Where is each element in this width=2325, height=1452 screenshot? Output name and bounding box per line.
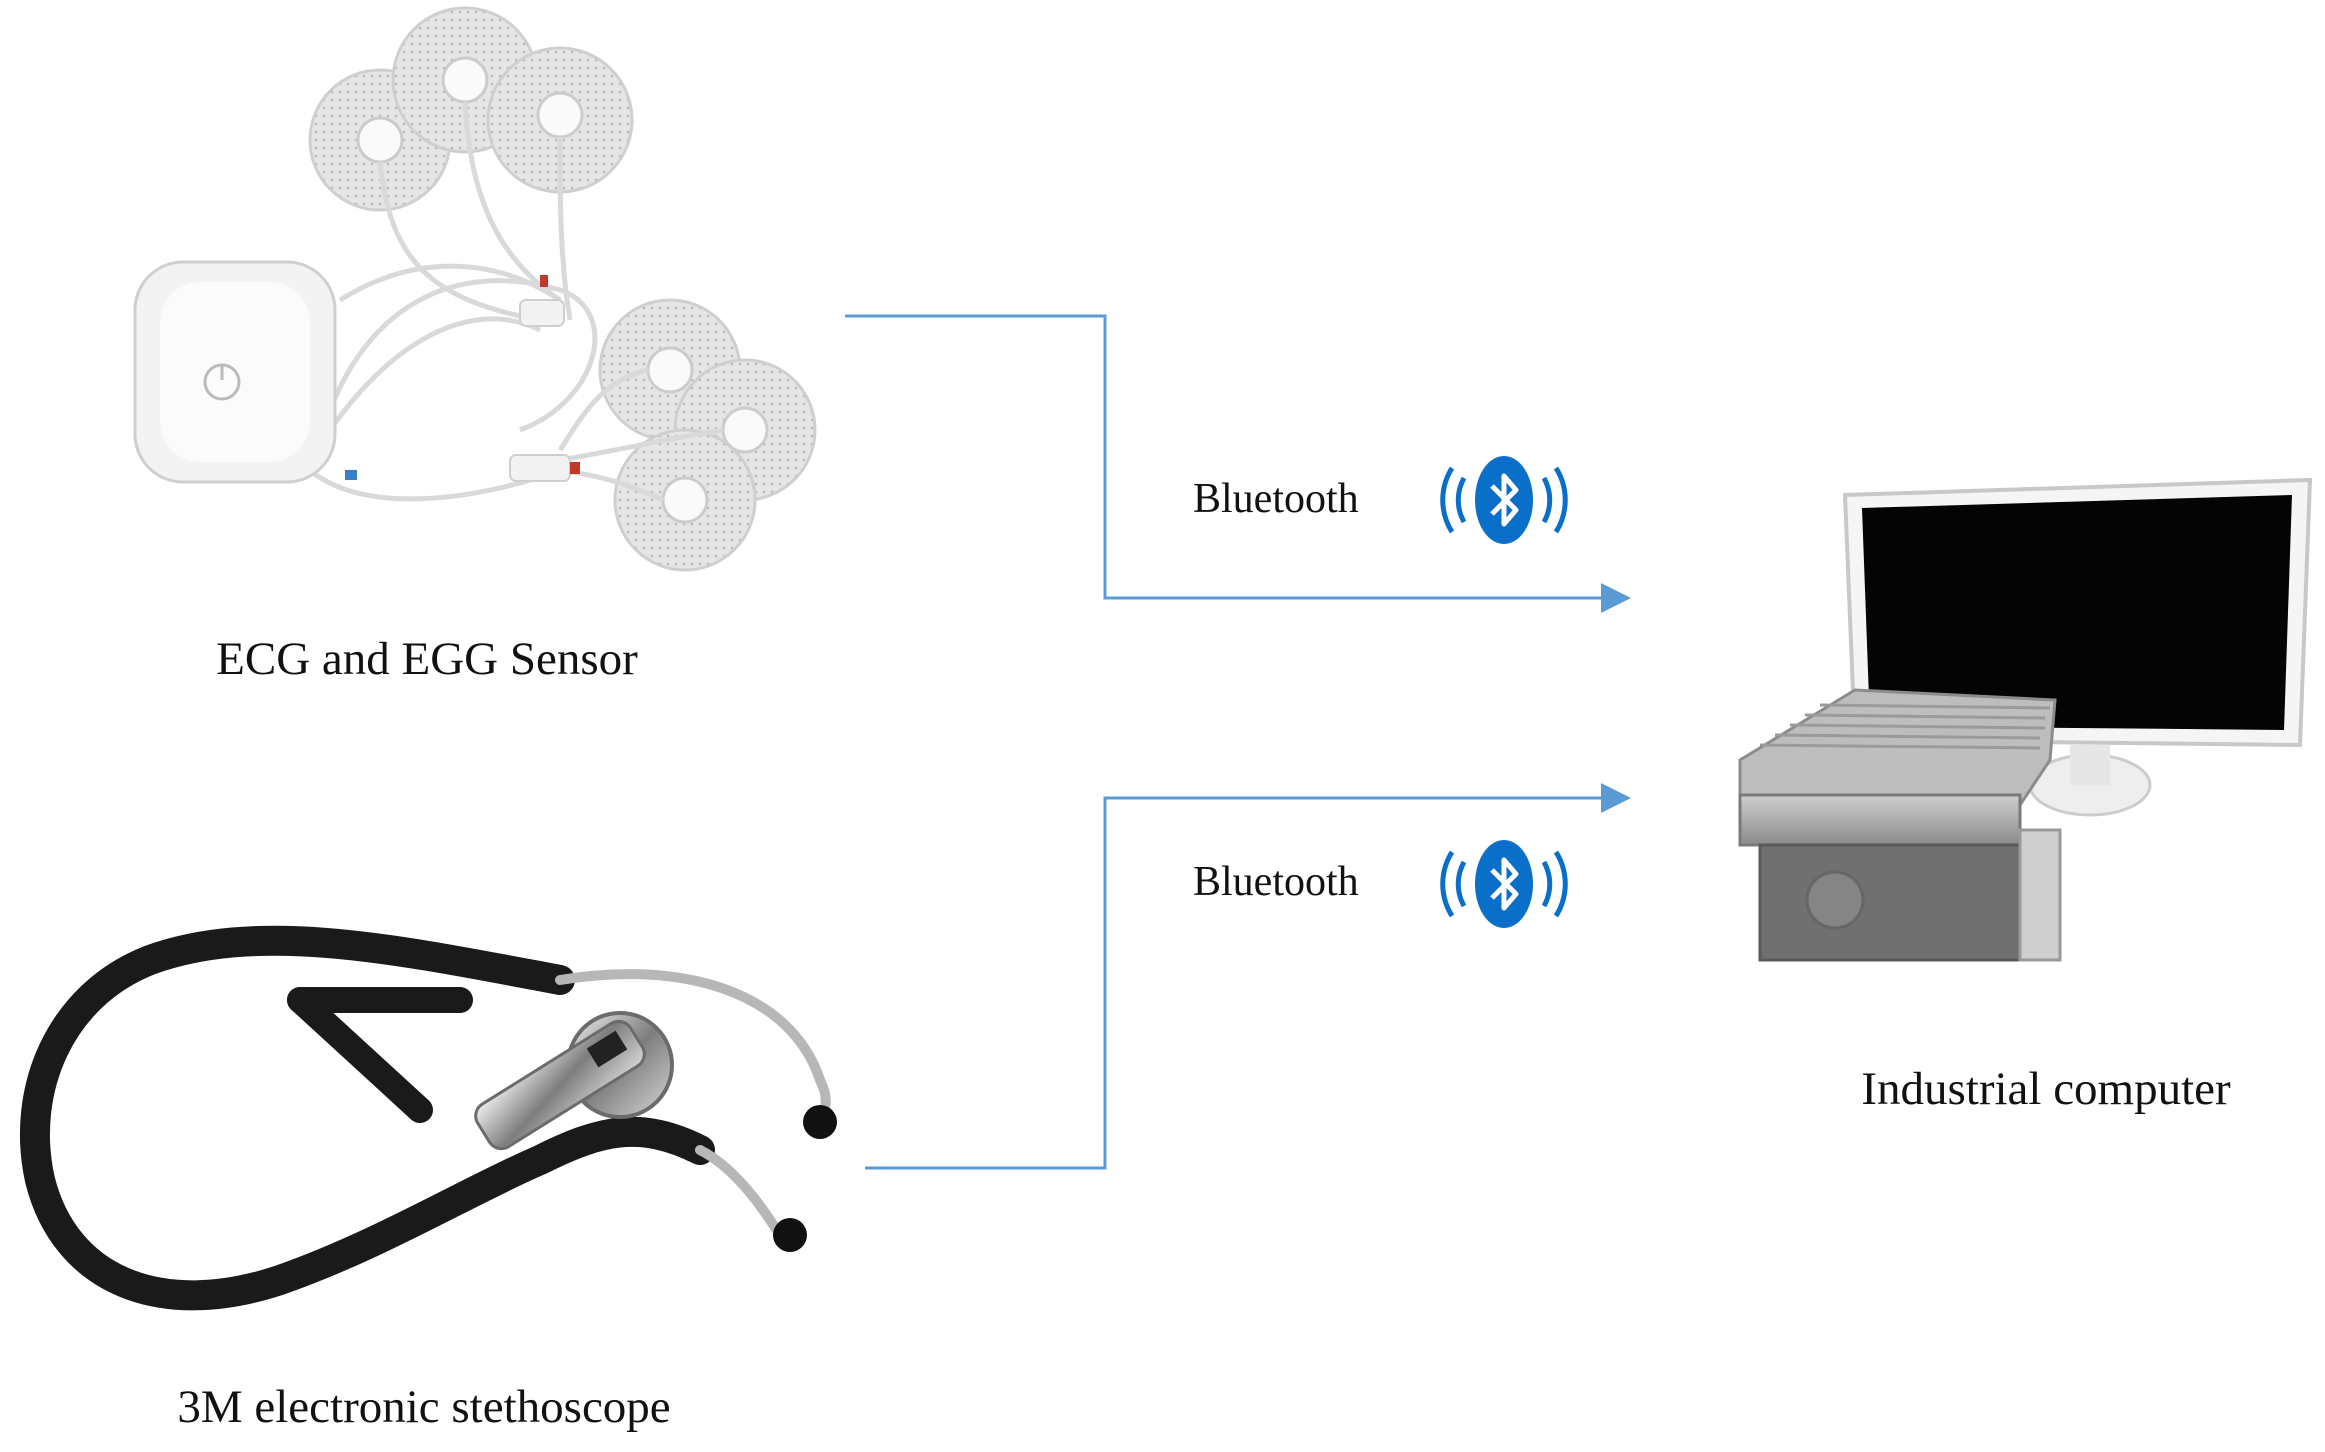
- sensor-device-body: [133, 260, 337, 484]
- bluetooth-icon: [1440, 840, 1568, 928]
- electrode-pad: [613, 428, 757, 572]
- tubing: [19, 925, 715, 1311]
- electrode-pad: [486, 46, 634, 194]
- stethoscope-label: 3M electronic stethoscope: [177, 1381, 671, 1433]
- connector-ecg-to-computer: [845, 314, 1631, 613]
- bluetooth-label-top: Bluetooth: [1193, 476, 1359, 522]
- monitor: [1842, 477, 2313, 817]
- computer-case: [1738, 688, 2062, 962]
- ecg-egg-sensor-image: [133, 6, 817, 572]
- computer-label: Industrial computer: [1861, 1063, 2231, 1115]
- stethoscope-image: [19, 925, 837, 1311]
- power-icon: [203, 363, 241, 401]
- binaural-tube: [555, 969, 831, 1125]
- ecg-sensor-label: ECG and EGG Sensor: [216, 633, 638, 685]
- connector-stethoscope-to-computer: [865, 783, 1631, 1170]
- bluetooth-icon: [1440, 456, 1568, 544]
- bluetooth-label-bottom: Bluetooth: [1193, 859, 1359, 905]
- chestpiece: [474, 1011, 674, 1151]
- industrial-computer-image: [1738, 477, 2313, 962]
